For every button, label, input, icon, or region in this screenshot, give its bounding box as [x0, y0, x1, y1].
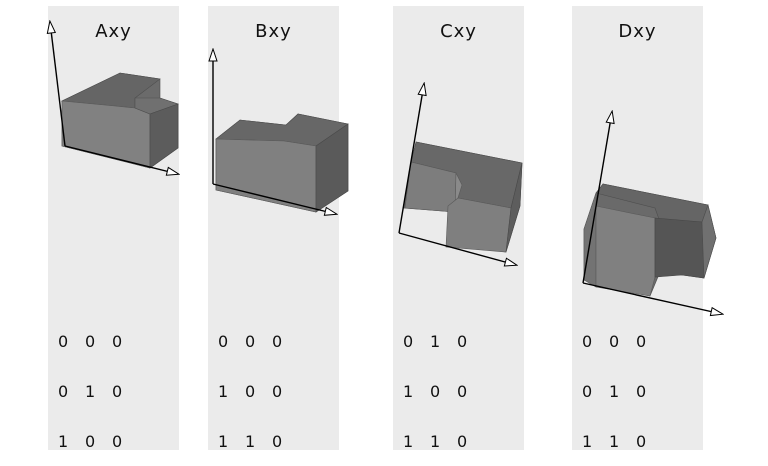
matrix-cell: 0 — [85, 331, 96, 351]
matrix-cell: 1 — [403, 381, 414, 401]
matrix-cell: 0 — [58, 381, 69, 401]
matrix-cell: 1 — [218, 431, 229, 451]
matrix-cell: 0 — [112, 331, 123, 351]
x-axis — [582, 282, 722, 314]
panel-title: Dxy — [618, 21, 657, 42]
matrix-row: 0 0 0 — [58, 316, 139, 366]
axes-a — [50, 22, 178, 174]
axes-c — [398, 84, 516, 265]
matrix-cell: 0 — [245, 331, 256, 351]
panel-title: Bxy — [255, 21, 292, 42]
matrix-cell: 0 — [272, 331, 283, 351]
block-face — [149, 103, 179, 169]
matrix-cell: 0 — [430, 381, 441, 401]
matrix-cell: 0 — [582, 331, 593, 351]
block-face — [215, 138, 317, 213]
matrix-cell: 0 — [636, 331, 647, 351]
matrix-row: 0 1 0 — [403, 316, 484, 366]
matrix-cell: 0 — [636, 431, 647, 451]
matrix-row: 1 0 0 — [403, 366, 484, 416]
block-face — [595, 205, 656, 297]
block-face — [445, 197, 512, 253]
matrix-cell: 0 — [85, 431, 96, 451]
binary-matrix: 0 1 0 1 0 0 1 1 0 — [403, 316, 484, 466]
block-face — [701, 203, 717, 279]
binary-matrix: 0 0 0 1 0 0 1 1 0 — [218, 316, 299, 466]
l-block-b — [215, 113, 349, 213]
block-face — [505, 162, 523, 253]
matrix-cell: 0 — [636, 381, 647, 401]
matrix-cell: 1 — [582, 431, 593, 451]
matrix-row: 1 1 0 — [403, 416, 484, 466]
matrix-row: 1 0 0 — [58, 416, 139, 466]
block-face — [61, 100, 151, 169]
x-axis — [212, 183, 336, 214]
axes-b — [213, 50, 336, 214]
matrix-row: 1 1 0 — [582, 416, 663, 466]
matrix-cell: 1 — [218, 381, 229, 401]
y-axis — [582, 112, 612, 284]
matrix-cell: 1 — [609, 431, 620, 451]
panel-title: Axy — [95, 21, 132, 42]
l-block-a — [60, 72, 179, 169]
matrix-row: 0 0 0 — [218, 316, 299, 366]
y-axis — [398, 84, 424, 234]
binary-matrix: 0 0 0 0 1 0 1 0 0 — [58, 316, 139, 466]
matrix-cell: 1 — [430, 331, 441, 351]
x-axis — [398, 232, 516, 265]
panel-title: Cxy — [440, 21, 477, 42]
matrix-cell: 1 — [430, 431, 441, 451]
matrix-cell: 1 — [403, 431, 414, 451]
matrix-cell: 0 — [112, 431, 123, 451]
l-block-c — [402, 141, 523, 253]
l-block-d — [583, 183, 717, 297]
matrix-cell: 0 — [457, 381, 468, 401]
figure-overlay — [0, 0, 768, 454]
matrix-cell: 0 — [457, 431, 468, 451]
matrix-cell: 0 — [272, 431, 283, 451]
matrix-cell: 0 — [272, 381, 283, 401]
matrix-cell: 0 — [582, 381, 593, 401]
matrix-cell: 0 — [58, 331, 69, 351]
binary-matrix: 0 0 0 0 1 0 1 1 0 — [582, 316, 663, 466]
matrix-row: 1 1 0 — [218, 416, 299, 466]
matrix-cell: 1 — [609, 381, 620, 401]
matrix-cell: 0 — [403, 331, 414, 351]
matrix-cell: 1 — [58, 431, 69, 451]
x-axis — [64, 145, 178, 174]
matrix-row: 0 0 0 — [582, 316, 663, 366]
block-face — [654, 217, 705, 279]
matrix-row: 0 1 0 — [582, 366, 663, 416]
y-axis — [50, 22, 66, 147]
matrix-cell: 0 — [457, 331, 468, 351]
matrix-cell: 0 — [112, 381, 123, 401]
matrix-cell: 1 — [245, 431, 256, 451]
matrix-cell: 1 — [85, 381, 96, 401]
matrix-row: 1 0 0 — [218, 366, 299, 416]
matrix-cell: 0 — [609, 331, 620, 351]
matrix-cell: 0 — [245, 381, 256, 401]
panel-b: Bxy 0 0 0 1 0 0 1 1 0 — [208, 6, 339, 451]
matrix-row: 0 1 0 — [58, 366, 139, 416]
axes-d — [582, 112, 722, 314]
block-face — [315, 123, 349, 213]
matrix-cell: 0 — [218, 331, 229, 351]
